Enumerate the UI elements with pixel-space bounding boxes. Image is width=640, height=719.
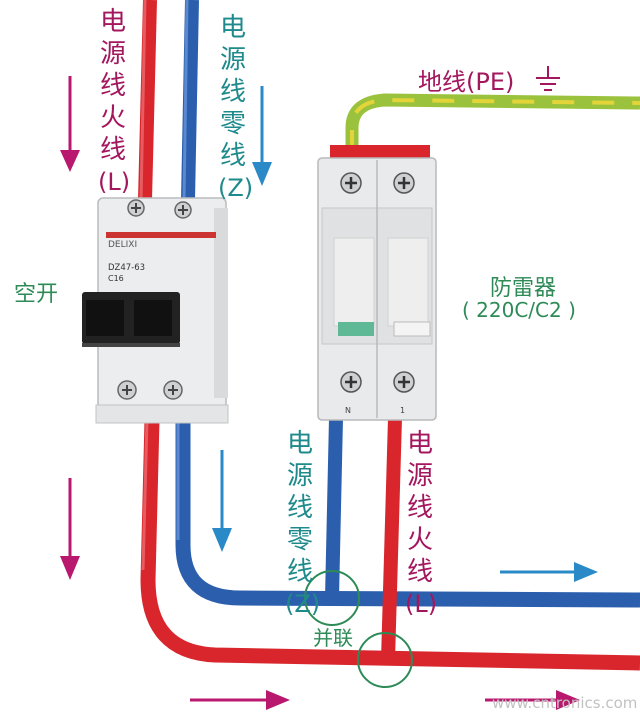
label-bottom-live-wire: 电 源 线 火 线 (L) (405, 429, 438, 618)
ground-wire (345, 93, 640, 152)
label-parallel: 并联 (313, 626, 353, 650)
breaker-rating: C16 (108, 274, 124, 283)
arrow-down-live-bottom (60, 478, 80, 580)
junction-circle-live (357, 632, 413, 688)
ground-symbol-icon (536, 66, 560, 91)
label-top-live-wire: 电 源 线 火 线 (L) (98, 7, 131, 196)
breaker-model: DZ47-63 (108, 263, 145, 273)
label-bottom-neutral-wire: 电 源 线 零 线 (Z) (285, 429, 321, 618)
watermark: www.cntronics.com (492, 694, 638, 712)
circuit-breaker-device: DELIXI DZ47-63 C16 (82, 197, 229, 424)
arrow-right-live-left (190, 690, 290, 710)
arrow-right-neutral (500, 562, 598, 582)
neutral-wire (175, 0, 640, 608)
spd-terminal-l: 1 (400, 406, 405, 415)
label-circuit-breaker: 空开 (14, 282, 59, 307)
arrow-right-live-right (485, 690, 580, 710)
arrow-down-neutral-top (252, 86, 272, 186)
label-ground-wire: 地线(PE) (418, 68, 515, 96)
arrow-down-live-top (60, 76, 80, 172)
surge-protector-device: N 1 (317, 145, 437, 421)
arrow-down-neutral-bottom (212, 450, 232, 552)
junction-circle-neutral (304, 570, 360, 626)
label-surge-protector: 防雷器 (490, 276, 557, 301)
breaker-brand: DELIXI (108, 240, 137, 250)
spd-terminal-n: N (345, 406, 351, 415)
label-surge-protector-model: ( 220C/C2 ) (462, 298, 576, 322)
live-wire (138, 0, 640, 671)
label-top-neutral-wire: 电 源 线 零 线 (Z) (218, 13, 254, 202)
